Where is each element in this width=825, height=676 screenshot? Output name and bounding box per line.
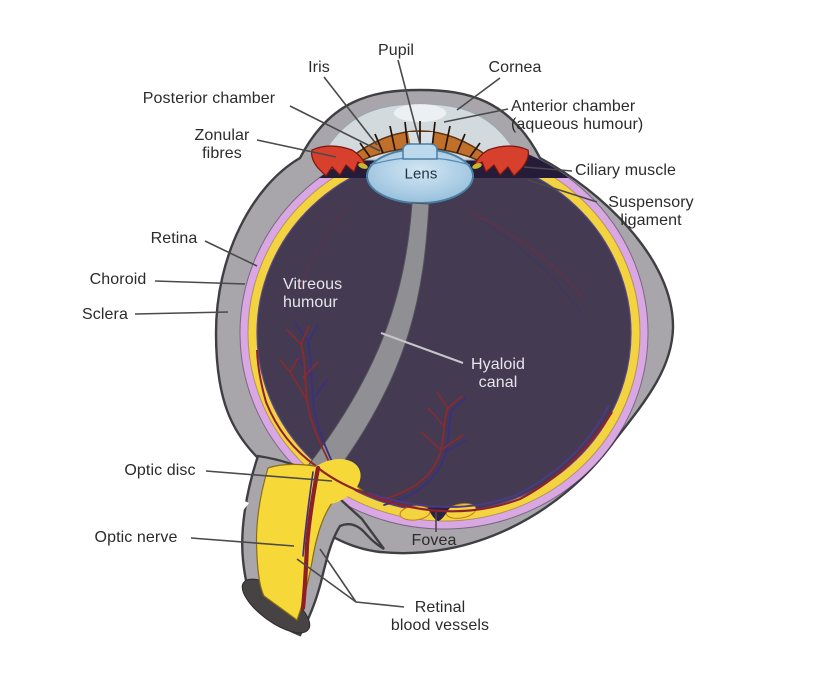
sclera-leader — [134, 311, 229, 315]
cornea-highlight — [394, 104, 446, 122]
label-optic-disc: Optic disc — [124, 462, 196, 480]
hyaloid-canal-leader — [380, 332, 464, 364]
label-optic-nerve: Optic nerve — [94, 529, 178, 547]
label-retina: Retina — [150, 230, 198, 248]
suspensory-ligament-leader — [527, 179, 598, 203]
pupil-bump — [402, 143, 438, 160]
label-cornea: Cornea — [488, 59, 542, 77]
retinal-vessels-tree-left — [279, 321, 338, 474]
iris-leader — [323, 76, 378, 146]
label-zonular-fibres: Zonular fibres — [194, 127, 250, 162]
label-vitreous-humour: Vitreous humour — [283, 276, 343, 311]
label-pupil: Pupil — [377, 42, 415, 60]
retina-leader — [204, 240, 258, 267]
sclera-nerve-notch — [218, 489, 249, 531]
label-fovea: Fovea — [411, 532, 457, 550]
posterior-chamber-leader — [289, 105, 381, 152]
optic-nerve-leader — [190, 537, 295, 547]
label-iris: Iris — [308, 59, 330, 77]
label-lens: Lens — [404, 165, 438, 183]
label-retinal-blood-vessels: Retinal blood vessels — [390, 599, 490, 634]
label-ciliary-muscle: Ciliary muscle — [575, 162, 676, 180]
faint-vessels — [299, 204, 586, 316]
zonule-right — [472, 163, 482, 169]
cornea-leader — [456, 77, 501, 111]
anterior-chamber-leader — [443, 108, 509, 123]
ciliary-muscle-leader — [523, 166, 573, 172]
label-sclera: Sclera — [82, 306, 128, 324]
leader-lines — [134, 59, 598, 608]
zonular-fibres-leader — [256, 139, 337, 158]
pupil-leader — [397, 59, 421, 145]
choroid-leader — [154, 280, 246, 285]
zonule-left — [358, 163, 368, 169]
label-anterior-chamber: Anterior chamber (aqueous humour) — [511, 98, 644, 133]
label-posterior-chamber: Posterior chamber — [142, 90, 276, 108]
label-suspensory-ligament: Suspensory ligament — [608, 194, 694, 229]
retinal-vessels-tree-center — [379, 391, 467, 506]
retinal-vessels-inner-edge — [256, 349, 613, 513]
label-hyaloid-canal: Hyaloid canal — [470, 356, 526, 391]
central-retinal-vessels — [300, 465, 374, 611]
optic-disc-leader — [205, 470, 333, 482]
retinal-vessels-leader-b — [319, 548, 357, 603]
label-choroid: Choroid — [89, 271, 147, 289]
